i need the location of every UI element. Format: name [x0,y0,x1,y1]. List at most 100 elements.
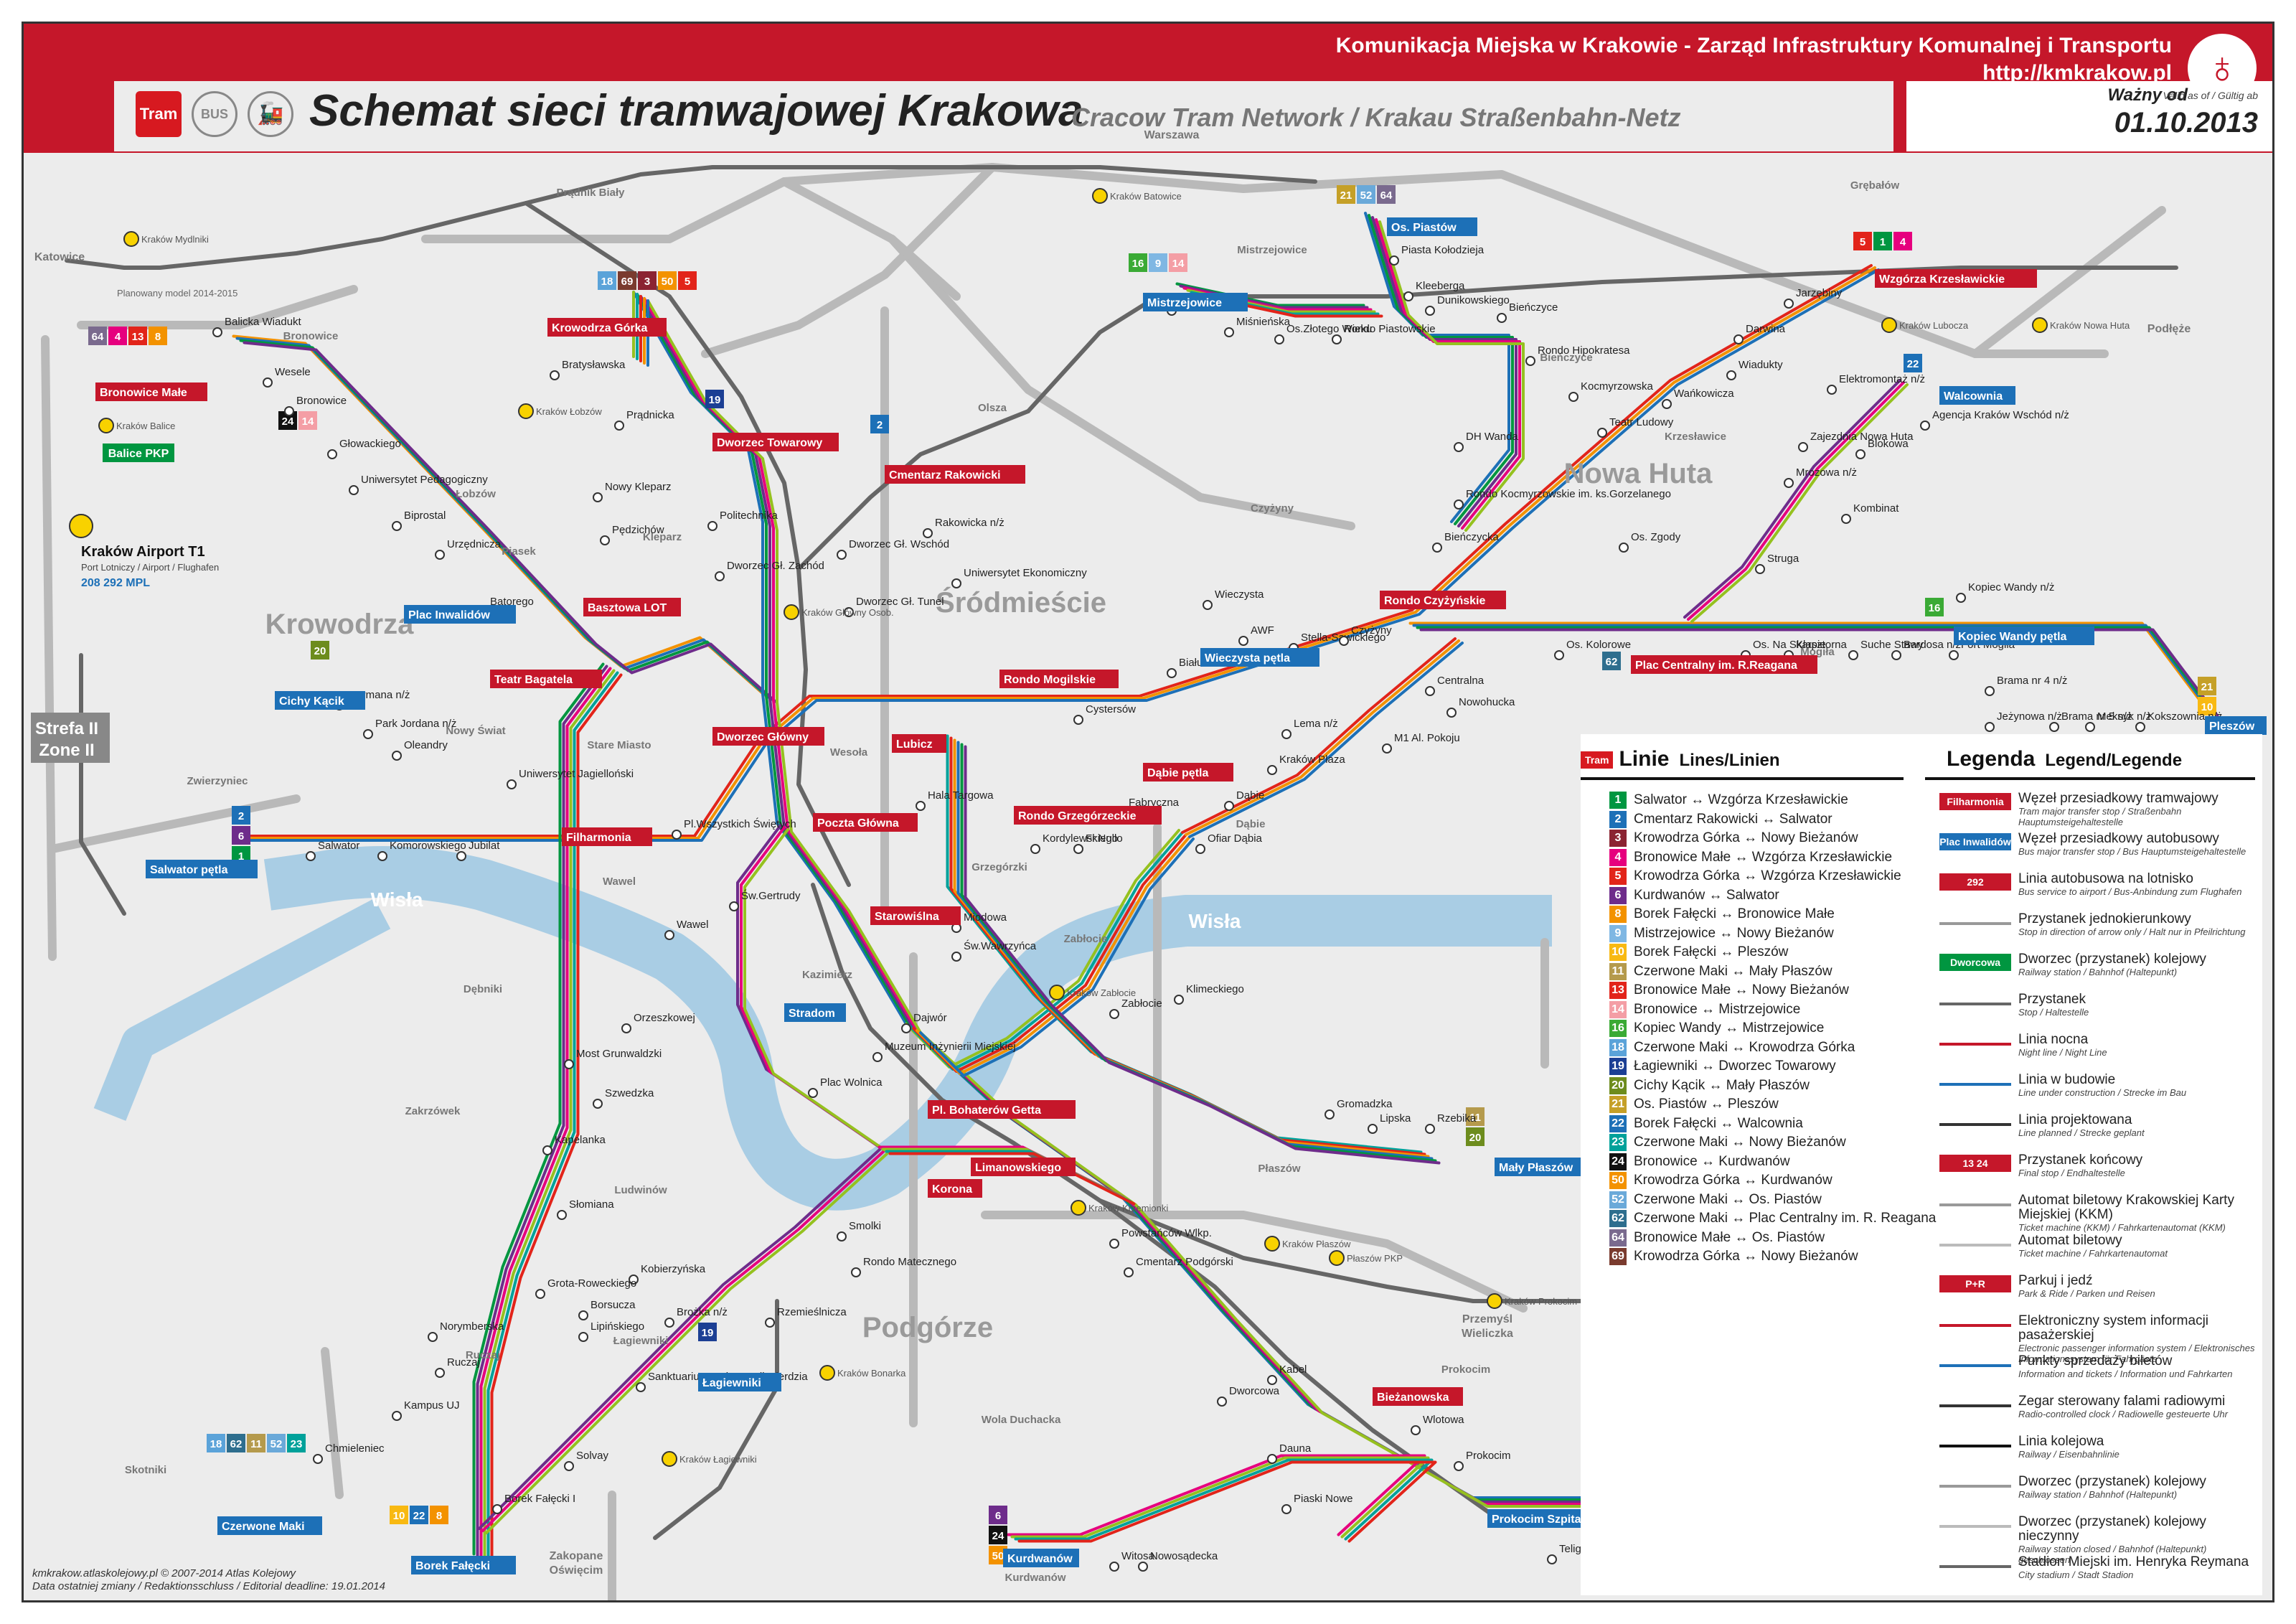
transfer-stop-maly-plaszow[interactable] [1495,1158,1592,1176]
stop-marker-czyzyny[interactable] [1339,636,1349,646]
stop-marker-nowohucka[interactable] [1446,708,1457,718]
rail-station-marker-krakow-lobzow[interactable] [518,403,534,419]
stop-marker-rakowicka-n-z[interactable] [923,528,933,538]
stop-marker-jarzebiny[interactable] [1784,299,1794,309]
transfer-stop-os-piastow[interactable] [1387,217,1477,236]
transfer-stop-plac-inwalidow[interactable] [404,605,516,624]
stop-marker-norymberska[interactable] [428,1332,438,1342]
stop-marker-powstancow-wlkp[interactable] [1109,1239,1119,1249]
stop-marker-ofiar-dabia[interactable] [1195,844,1205,854]
stop-marker-dworzec-gl-tunel[interactable] [844,607,854,617]
stop-marker-nowy-kleparz[interactable] [593,492,603,502]
stop-marker-m1-al-pokoju[interactable] [1382,743,1392,754]
stop-marker-wlotowa[interactable] [1411,1425,1421,1435]
transfer-stop-pleszow[interactable] [2205,716,2267,735]
rail-station-marker-krakow-batowice[interactable] [1092,188,1108,204]
transfer-stop-dworzec-glowny[interactable] [712,727,824,746]
stop-marker-meksyk-n-z[interactable] [2085,722,2095,732]
stop-marker-rondo-piastowskie[interactable] [1332,334,1342,344]
stop-marker-pedzichow[interactable] [600,535,610,545]
rail-station-marker-krakow-mydlniki[interactable] [123,231,139,247]
transfer-stop-filharmonia[interactable] [562,827,652,846]
stop-marker-bardosa-n-z[interactable] [1891,650,1901,660]
stop-marker-politechnika[interactable] [707,521,718,531]
stop-marker-dh-wanda[interactable] [1454,442,1464,452]
transfer-stop-bronowice-male[interactable] [95,382,207,401]
stop-marker-struga[interactable] [1755,564,1765,574]
transfer-stop-lagiewniki[interactable] [698,1373,781,1391]
transfer-stop-mistrzejowice[interactable] [1143,293,1248,311]
stop-marker-teatr-ludowy[interactable] [1597,428,1607,438]
stop-marker-bronowice[interactable] [284,406,294,416]
rail-station-marker-plaszow-pkp[interactable] [1329,1250,1345,1266]
rail-station-marker-krakow-lubocza[interactable] [1881,317,1897,333]
stop-marker-most-grunwaldzki[interactable] [564,1059,574,1069]
stop-marker-krakow-plaza[interactable] [1267,765,1277,775]
stop-marker-lipinskiego[interactable] [578,1332,588,1342]
stop-marker-dworzec-gl-wschod[interactable] [837,550,847,560]
stop-marker-dajwor[interactable] [901,1023,911,1033]
stop-marker-rzebika[interactable] [1425,1124,1435,1134]
rail-station-marker-krakow-balice[interactable] [98,418,114,433]
transfer-stop-teatr-bagatela[interactable] [490,670,602,688]
rail-station-marker-krakow-nowa-huta[interactable] [2032,317,2048,333]
stop-marker-dunikowskiego[interactable] [1425,306,1435,316]
stop-marker-rzemieslnicza[interactable] [765,1318,775,1328]
stop-marker-balicka-wiadukt[interactable] [212,327,222,337]
stop-marker-dworcowa[interactable] [1217,1397,1227,1407]
stop-marker-brama-nr-5-n-z[interactable] [2049,722,2059,732]
stop-marker-borek-falecki-i[interactable] [492,1504,502,1514]
stop-marker-rondo-matecznego[interactable] [851,1267,861,1277]
transfer-stop-plac-centralny-im-r-reagana[interactable] [1631,655,1817,674]
stop-marker-zablocie[interactable] [1109,1009,1119,1019]
rail-station-marker-krakow-krzemionki[interactable] [1071,1200,1086,1216]
airport-icon[interactable] [69,514,93,538]
transfer-stop-kopiec-wandy-petla[interactable] [1954,626,2094,645]
transfer-stop-krowodrza-gorka[interactable] [547,318,667,337]
stop-marker-os-kolorowe[interactable] [1554,650,1564,660]
stop-marker-wawel[interactable] [664,930,674,940]
stop-marker-dworzec-gl-zachod[interactable] [715,571,725,581]
stop-marker-kabel[interactable] [1267,1375,1277,1385]
stop-marker-oleandry[interactable] [392,751,402,761]
stop-marker-elektromontaz-n-z[interactable] [1827,385,1837,395]
stop-marker-uniwersytet-ekonomiczny[interactable] [951,578,961,588]
stop-marker-kapelanka[interactable] [542,1145,552,1155]
stop-marker-centralna[interactable] [1425,686,1435,696]
stop-marker-fort-mogila[interactable] [1949,650,1959,660]
transfer-stop-cichy-kacik[interactable] [275,691,365,710]
stop-marker-dabie[interactable] [1224,801,1234,811]
stop-marker-jubilat[interactable] [456,851,466,861]
stop-marker-uniwersytet-jagiellonski[interactable] [507,779,517,789]
stop-marker-cmentarz-podgorski[interactable] [1124,1267,1134,1277]
stop-marker-dauna[interactable] [1267,1454,1277,1464]
stop-marker-kombinat[interactable] [1841,514,1851,524]
stop-marker-ruczaj[interactable] [435,1368,445,1378]
transfer-stop-basztowa-lot[interactable] [583,598,681,616]
stop-marker-kleeberga[interactable] [1403,291,1413,301]
stop-marker-bienczycka[interactable] [1432,543,1442,553]
stop-marker-mrozowa-n-z[interactable] [1784,478,1794,488]
stop-marker-komorowskiego[interactable] [377,851,387,861]
transfer-stop-poczta-glowna[interactable] [813,813,918,832]
rail-station-marker-krakow-lagiewniki[interactable] [662,1451,677,1467]
stop-marker-orzeszkowej[interactable] [621,1023,631,1033]
stop-marker-zajezdnia-nowa-huta[interactable] [1798,442,1808,452]
stop-marker-witosa[interactable] [1109,1562,1119,1572]
stop-marker-brama-nr-4-n-z[interactable] [1985,686,1995,696]
stop-marker-uniwersytet-pedagogiczny[interactable] [349,485,359,495]
